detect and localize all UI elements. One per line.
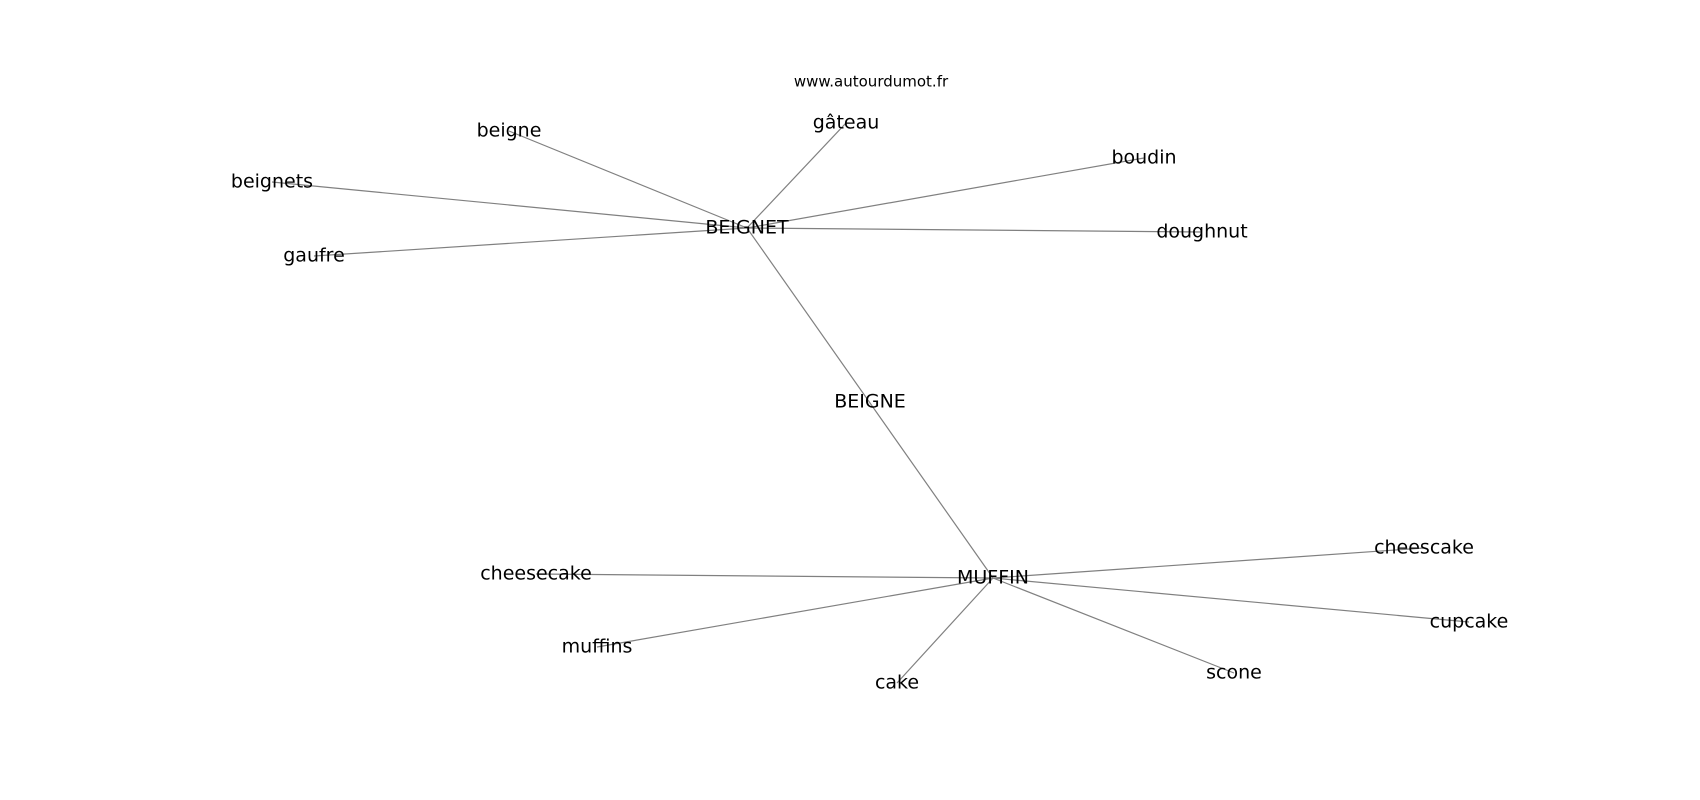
- labels-layer: www.autourdumot.fr BEIGNET MUFFIN BEIGNE…: [231, 73, 1508, 694]
- edge-beignet-gaufre: [313, 227, 748, 257]
- node-cupcake[interactable]: cupcake: [1430, 611, 1509, 633]
- edge-beignet-beigne: [508, 130, 748, 229]
- edge-muffin-muffins: [596, 577, 994, 648]
- node-muffins[interactable]: muffins: [562, 636, 633, 658]
- node-gateau[interactable]: gâteau: [813, 112, 880, 134]
- node-doughnut[interactable]: doughnut: [1156, 221, 1247, 243]
- edge-muffin-cake: [896, 577, 994, 684]
- node-scone[interactable]: scone: [1206, 662, 1262, 684]
- node-cheesecake[interactable]: cheesecake: [480, 563, 592, 585]
- node-cheescake[interactable]: cheescake: [1374, 537, 1474, 559]
- edge-beignet-gateau: [746, 122, 847, 229]
- edge-muffin-cupcake: [992, 577, 1470, 623]
- edges-layer: [271, 122, 1470, 684]
- node-beignets[interactable]: beignets: [231, 171, 313, 193]
- edge-beignet-muffin: [746, 227, 994, 579]
- node-gaufre[interactable]: gaufre: [283, 245, 345, 267]
- edge-muffin-scone: [992, 577, 1235, 674]
- node-beignet[interactable]: BEIGNET: [705, 217, 789, 239]
- edge-beignet-boudin: [746, 157, 1145, 229]
- edge-muffin-cheesecake: [535, 573, 994, 579]
- edge-beignet-doughnut: [746, 227, 1203, 233]
- edge-beignet-beignets: [271, 181, 748, 229]
- node-muffin[interactable]: MUFFIN: [957, 567, 1029, 589]
- node-beigne[interactable]: beigne: [477, 120, 542, 142]
- edge-muffin-cheescake: [992, 547, 1425, 579]
- node-cake[interactable]: cake: [875, 672, 919, 694]
- node-beigne-upper[interactable]: BEIGNE: [834, 391, 906, 413]
- node-boudin[interactable]: boudin: [1111, 147, 1176, 169]
- source-label: www.autourdumot.fr: [794, 73, 949, 91]
